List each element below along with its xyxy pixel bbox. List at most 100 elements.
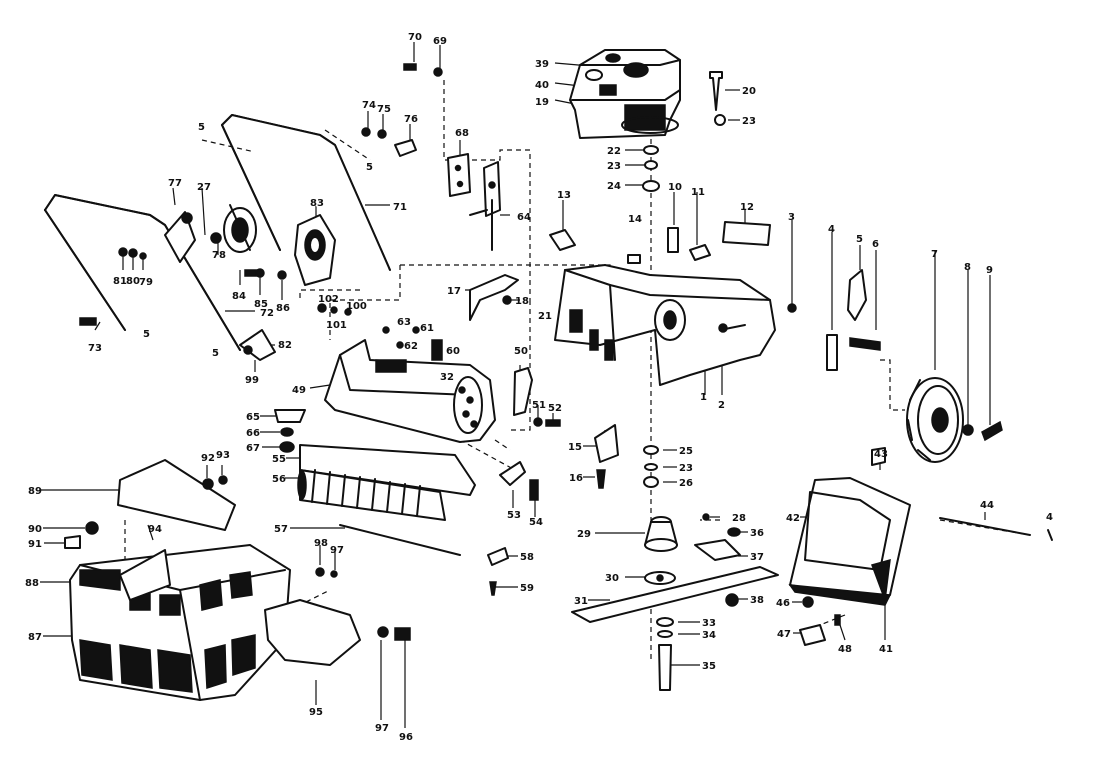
label-81: 81 xyxy=(113,276,127,287)
lever-17 xyxy=(469,274,519,321)
label-12: 12 xyxy=(740,202,754,213)
label-34: 34 xyxy=(702,630,716,641)
nut-79 xyxy=(139,252,147,260)
label-84: 84 xyxy=(232,291,246,302)
nut-51 xyxy=(533,417,543,427)
grass-catcher-grid-87 xyxy=(79,634,256,693)
bracket-68 xyxy=(447,153,471,197)
label-50: 50 xyxy=(514,346,528,357)
label-82: 82 xyxy=(278,340,292,351)
label-25: 25 xyxy=(679,446,693,457)
pin-28 xyxy=(702,513,710,521)
rod-44 xyxy=(939,517,1031,536)
washer-33 xyxy=(656,617,674,627)
label-13: 13 xyxy=(557,190,571,201)
nut-92 xyxy=(202,478,214,490)
nut-46 xyxy=(802,596,814,608)
wheel-7 xyxy=(906,377,964,463)
rear-flap-42 xyxy=(788,477,911,606)
washer-23 xyxy=(644,160,658,170)
label-96: 96 xyxy=(399,732,413,743)
spring-9 xyxy=(981,420,1003,442)
axle-rod-57 xyxy=(339,524,461,556)
upper-handle-71 xyxy=(221,114,391,271)
height-adjust-lever-64 xyxy=(469,161,501,251)
label-69: 69 xyxy=(433,36,447,47)
label-91: 91 xyxy=(28,539,42,550)
label-73: 73 xyxy=(88,343,102,354)
washer-66 xyxy=(280,427,294,437)
axle-4 xyxy=(826,334,838,371)
label-47: 47 xyxy=(777,629,791,640)
label-7: 7 xyxy=(931,249,938,260)
washer-23-top xyxy=(714,114,726,126)
part-99 xyxy=(243,345,253,355)
label-22: 22 xyxy=(607,146,621,157)
label-41: 41 xyxy=(879,644,893,655)
screw-48 xyxy=(834,614,841,626)
bracket-15 xyxy=(594,424,619,463)
bolt-54 xyxy=(529,479,539,501)
knob-78 xyxy=(210,232,222,244)
bolt-102 xyxy=(317,303,327,313)
label-35: 35 xyxy=(702,661,716,672)
label-70: 70 xyxy=(408,32,422,43)
label-99: 99 xyxy=(245,375,259,386)
label-62: 62 xyxy=(404,341,418,352)
label-plate-12 xyxy=(722,221,771,246)
label-74: 74 xyxy=(362,100,376,111)
bracket-10 xyxy=(667,227,679,253)
rear-housing-49 xyxy=(324,339,496,443)
clip-11 xyxy=(689,244,711,261)
label-63: 63 xyxy=(397,317,411,328)
label-26: 26 xyxy=(679,478,693,489)
label-94: 94 xyxy=(148,524,162,535)
label-77: 77 xyxy=(168,178,182,189)
bolt-52 xyxy=(545,419,561,427)
washer-101 xyxy=(330,306,338,314)
label-18: 18 xyxy=(515,296,529,307)
washer-25 xyxy=(643,445,659,455)
label-67: 67 xyxy=(246,443,260,454)
label-102: 102 xyxy=(318,294,339,305)
label-80: 80 xyxy=(126,276,140,287)
label-4: 4 xyxy=(828,224,835,235)
discharge-chute-95 xyxy=(264,599,361,666)
bolt-70 xyxy=(403,63,417,71)
label-42: 42 xyxy=(786,513,800,524)
label-48: 48 xyxy=(838,644,852,655)
nut-38 xyxy=(725,593,739,607)
label-5c: 5 xyxy=(856,234,863,245)
label-95: 95 xyxy=(309,707,323,718)
screw-3 xyxy=(787,303,797,313)
label-44: 44 xyxy=(980,500,994,511)
label-58: 58 xyxy=(520,552,534,563)
nut-100 xyxy=(344,308,352,316)
label-90: 90 xyxy=(28,524,42,535)
label-27: 27 xyxy=(197,182,211,193)
label-24: 24 xyxy=(607,181,621,192)
pin-14 xyxy=(627,254,641,264)
label-20: 20 xyxy=(742,86,756,97)
label-5b: 5 xyxy=(366,162,373,173)
label-17: 17 xyxy=(447,286,461,297)
blade-31 xyxy=(571,566,779,623)
label-31: 31 xyxy=(574,596,588,607)
label-43: 43 xyxy=(874,449,888,460)
spark-plug-part-20 xyxy=(709,71,723,111)
roller-brush-56 xyxy=(297,469,446,521)
lower-handle-72 xyxy=(44,194,241,351)
washer-8 xyxy=(962,424,974,436)
part-45-clip xyxy=(1047,529,1053,541)
bracket-53 xyxy=(499,461,526,486)
label-51: 51 xyxy=(532,400,546,411)
bracket-47 xyxy=(799,624,826,646)
label-71: 71 xyxy=(393,202,407,213)
bracket-65 xyxy=(274,409,306,423)
label-16: 16 xyxy=(569,473,583,484)
label-38: 38 xyxy=(750,595,764,606)
part-90 xyxy=(85,521,99,535)
label-66: 66 xyxy=(246,428,260,439)
screw-81 xyxy=(118,247,128,257)
